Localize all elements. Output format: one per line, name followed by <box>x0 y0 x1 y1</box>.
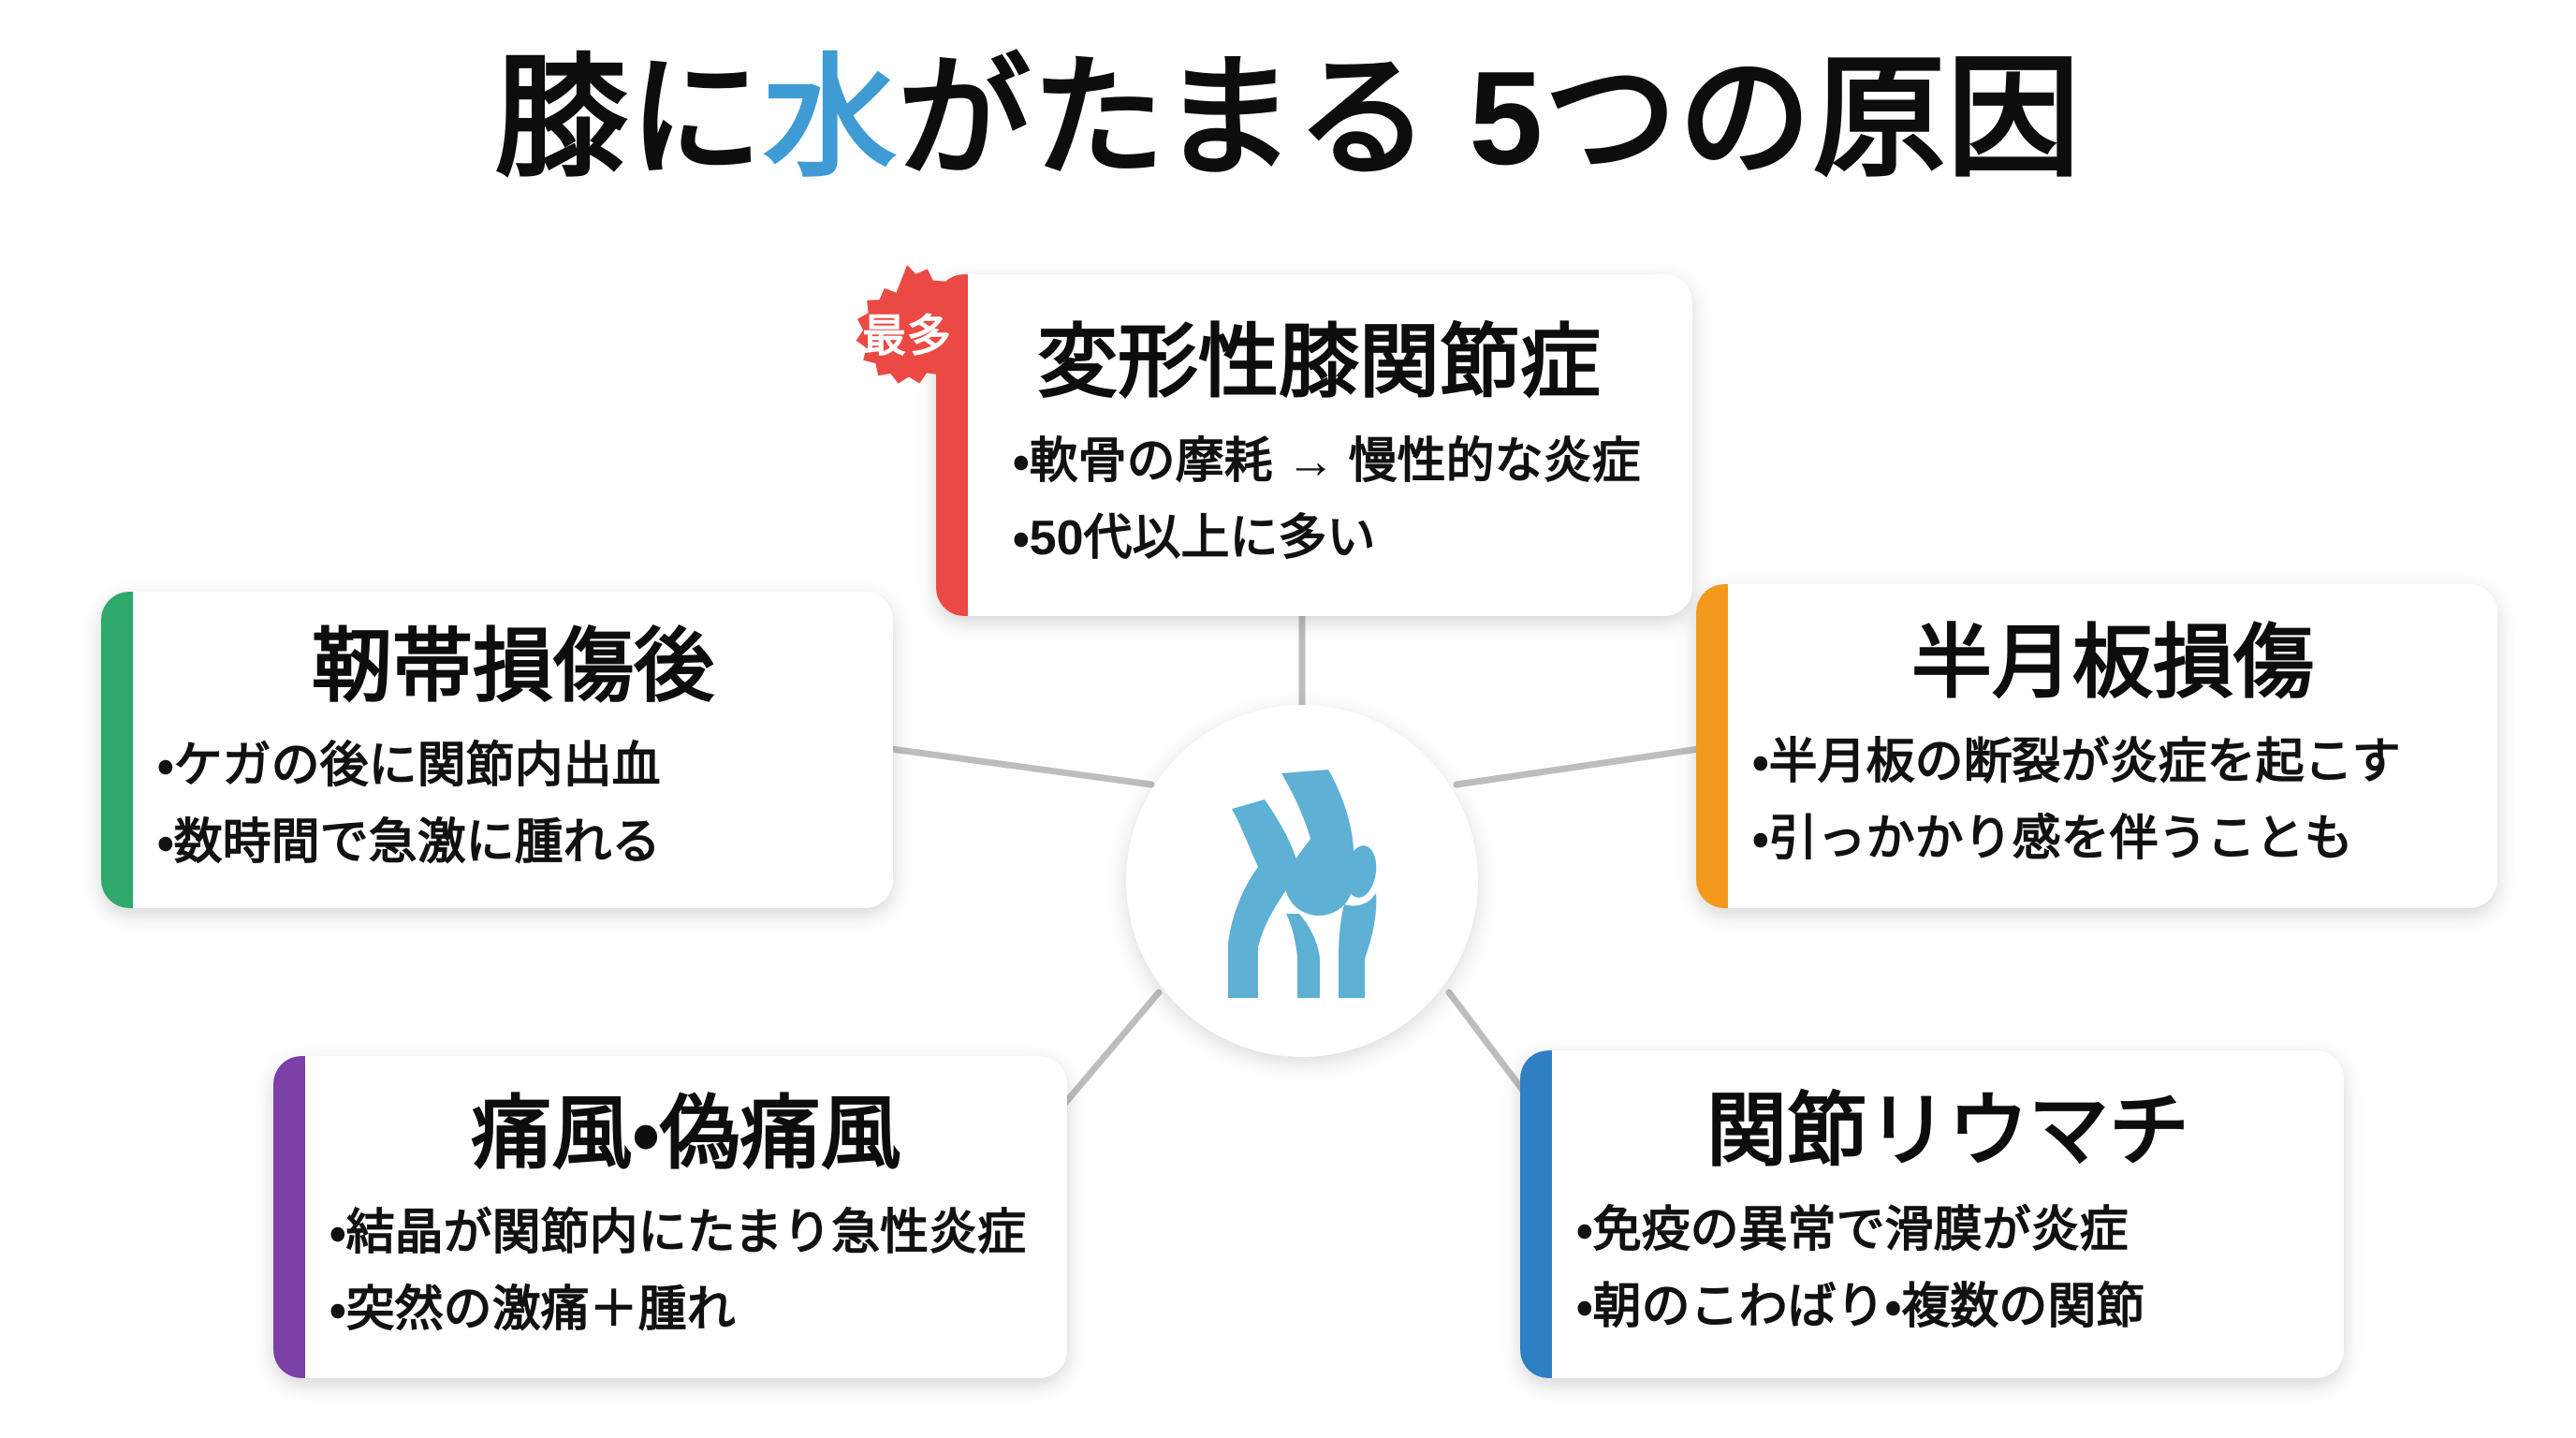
list-item: ・ケガの後に関節内出血 <box>157 739 661 794</box>
card-title-ligament-injury: 靭帯損傷後 <box>312 622 714 712</box>
page-title-before: 膝に <box>494 44 764 193</box>
card-bullets-gout: ・結晶が関節内にたまり急性炎症 ・突然の激痛＋腫れ <box>329 1195 1043 1348</box>
knee-joint-icon <box>1228 770 1377 998</box>
card-body-meniscus-injury: 半月板損傷 ・半月板の断裂が炎症を起こす ・引っかかり感を伴うことも <box>1728 584 2497 908</box>
card-bullets-rheumatoid-arthritis: ・免疫の異常で滑膜が炎症 ・朝のこわばり・複数の関節 <box>1576 1192 2320 1345</box>
list-item: ・突然の激痛＋腫れ <box>329 1283 736 1338</box>
list-item: ・引っかかり感を伴うことも <box>1752 812 2353 867</box>
cause-card-osteoarthritis[interactable]: 変形性膝関節症 ・軟骨の摩耗 → 慢性的な炎症 ・50代以上に多い <box>936 274 1692 616</box>
connector-line-ligament <box>887 745 1155 788</box>
list-item: ・50代以上に多い <box>1013 510 1376 565</box>
list-item: ・数時間で急激に腫れる <box>157 815 661 871</box>
list-item: ・軟骨の摩耗 → 慢性的な炎症 <box>1013 433 1641 489</box>
page-title-after: がたまる 5つの原因 <box>897 44 2082 193</box>
card-body-rheumatoid-arthritis: 関節リウマチ ・免疫の異常で滑膜が炎症 ・朝のこわばり・複数の関節 <box>1552 1050 2344 1378</box>
card-title-gout: 痛風・偽痛風 <box>471 1089 901 1180</box>
most-common-badge-label: 最多 <box>862 310 952 360</box>
center-hub <box>1126 705 1478 1057</box>
connector-line-gout <box>1052 989 1163 1118</box>
card-accent-bar-rheumatoid-arthritis <box>1520 1050 1552 1378</box>
list-item: ・朝のこわばり・複数の関節 <box>1576 1280 2145 1335</box>
card-title-meniscus-injury: 半月板損傷 <box>1911 618 2314 709</box>
card-accent-bar-meniscus-injury <box>1696 584 1728 908</box>
card-title-rheumatoid-arthritis: 関節リウマチ <box>1706 1086 2189 1177</box>
list-item: ・免疫の異常で滑膜が炎症 <box>1576 1203 2129 1258</box>
list-item: ・結晶が関節内にたまり急性炎症 <box>329 1206 1027 1261</box>
card-body-gout: 痛風・偽痛風 ・結晶が関節内にたまり急性炎症 ・突然の激痛＋腫れ <box>305 1056 1067 1378</box>
list-item: ・半月板の断裂が炎症を起こす <box>1752 735 2401 790</box>
cause-card-ligament-injury[interactable]: 靭帯損傷後 ・ケガの後に関節内出血 ・数時間で急激に腫れる <box>101 592 893 908</box>
page-title: 膝に水がたまる 5つの原因 <box>0 36 2576 202</box>
starburst-icon <box>856 265 965 384</box>
card-title-osteoarthritis: 変形性膝関節症 <box>1037 316 1601 407</box>
cause-card-meniscus-injury[interactable]: 半月板損傷 ・半月板の断裂が炎症を起こす ・引っかかり感を伴うことも <box>1696 584 2497 908</box>
card-bullets-meniscus-injury: ・半月板の断裂が炎症を起こす ・引っかかり感を伴うことも <box>1752 724 2473 877</box>
connector-line-meniscus <box>1453 745 1703 788</box>
cause-card-gout[interactable]: 痛風・偽痛風 ・結晶が関節内にたまり急性炎症 ・突然の激痛＋腫れ <box>273 1056 1067 1378</box>
card-bullets-ligament-injury: ・ケガの後に関節内出血 ・数時間で急激に腫れる <box>157 727 869 881</box>
most-common-badge: 最多 <box>838 262 976 401</box>
card-accent-bar-gout <box>273 1056 305 1378</box>
card-body-osteoarthritis: 変形性膝関節症 ・軟骨の摩耗 → 慢性的な炎症 ・50代以上に多い <box>968 274 1692 616</box>
card-bullets-osteoarthritis: ・軟骨の摩耗 → 慢性的な炎症 ・50代以上に多い <box>992 423 1668 577</box>
card-accent-bar-ligament-injury <box>101 592 133 908</box>
card-body-ligament-injury: 靭帯損傷後 ・ケガの後に関節内出血 ・数時間で急激に腫れる <box>133 592 893 908</box>
cause-card-rheumatoid-arthritis[interactable]: 関節リウマチ ・免疫の異常で滑膜が炎症 ・朝のこわばり・複数の関節 <box>1520 1050 2344 1378</box>
page-title-highlight: 水 <box>763 44 898 193</box>
